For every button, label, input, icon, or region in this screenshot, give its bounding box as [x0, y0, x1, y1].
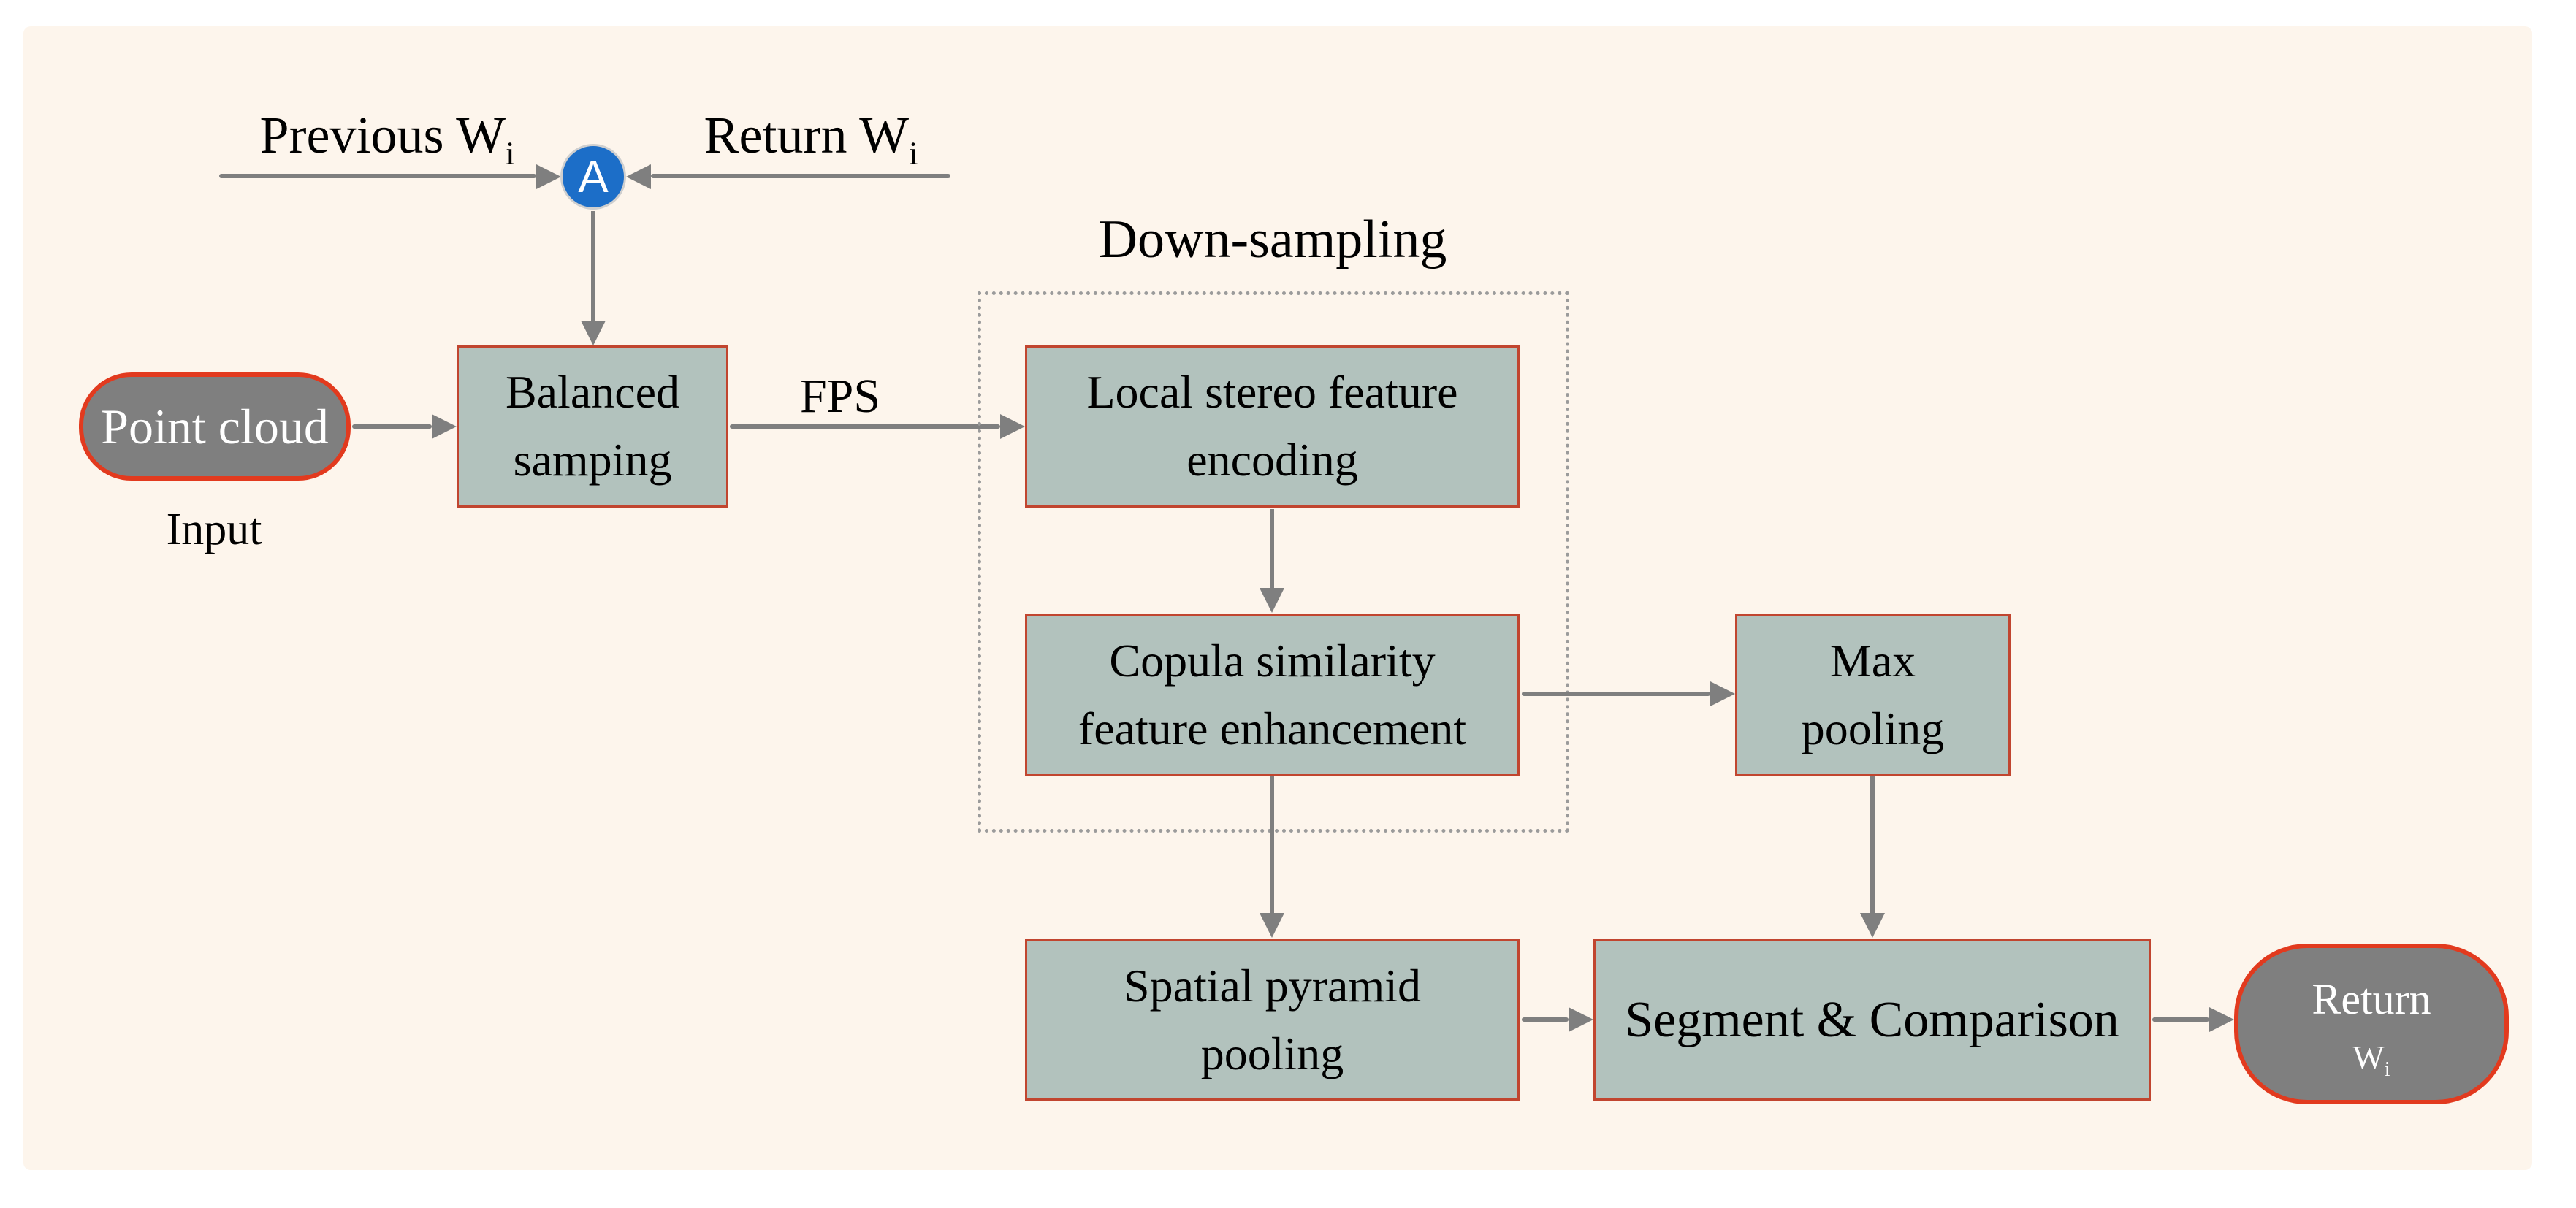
arrow-segment-to-return-line — [2152, 1017, 2209, 1022]
arrow-spatial-to-segment-head — [1569, 1007, 1593, 1032]
node-return-terminal-sub: i — [2384, 1058, 2390, 1081]
arrow-pointcloud-to-balanced-line — [352, 424, 432, 429]
arrow-previous-to-a-line — [219, 174, 536, 178]
label-input-text: Input — [166, 505, 262, 554]
arrow-return-to-a-head — [626, 164, 651, 189]
arrow-copula-to-spatial-head — [1260, 913, 1284, 938]
label-down-sampling-group: Down-sampling — [1083, 209, 1463, 271]
arrow-return-to-a-line — [651, 174, 950, 178]
node-copula: Copula similarity feature enhancement — [1025, 614, 1520, 776]
node-segment-comparison-line1: Segment & Comparison — [1625, 991, 2119, 1048]
node-balanced-sampling-line1: Balanced — [505, 366, 680, 418]
arrow-balanced-to-localstereo-line — [730, 424, 1000, 429]
node-copula-line1: Copula similarity — [1109, 635, 1436, 687]
arrow-copula-to-spatial-line — [1270, 776, 1274, 913]
node-max-pooling-line2: pooling — [1801, 703, 1945, 754]
node-spatial-pyramid-line1: Spatial pyramid — [1123, 959, 1422, 1012]
node-local-stereo-line1: Local stereo feature — [1086, 366, 1458, 418]
label-return-w-text: Return W — [704, 106, 910, 164]
arrow-a-to-balanced-line — [591, 211, 595, 321]
arrow-pointcloud-to-balanced-head — [432, 414, 457, 439]
label-down-sampling-text: Down-sampling — [1098, 210, 1447, 269]
node-spatial-pyramid-line2: pooling — [1200, 1027, 1344, 1079]
arrow-maxpooling-to-segment-head — [1860, 913, 1885, 938]
node-segment-comparison: Segment & Comparison — [1593, 939, 2151, 1101]
node-return-terminal-w: W — [2352, 1038, 2385, 1076]
arrow-copula-to-maxpooling-head — [1710, 681, 1735, 706]
arrow-spatial-to-segment-line — [1522, 1017, 1569, 1022]
node-local-stereo-line2: encoding — [1186, 434, 1358, 486]
node-return-terminal-line1: Return — [2312, 974, 2431, 1023]
node-point-cloud: Point cloud — [79, 372, 351, 481]
arrow-previous-to-a-head — [536, 164, 561, 189]
label-input: Input — [112, 504, 316, 556]
node-balanced-sampling: Balanced samping — [457, 345, 728, 508]
node-copula-line2: feature enhancement — [1078, 703, 1467, 754]
connector-a-badge: A — [560, 144, 626, 210]
label-previous-w: Previous Wi — [219, 105, 555, 169]
node-return-terminal: Return Wi — [2234, 944, 2509, 1104]
node-max-pooling: Max pooling — [1735, 614, 2011, 776]
node-point-cloud-label: Point cloud — [101, 398, 329, 454]
arrow-a-to-balanced-head — [581, 321, 606, 345]
arrow-balanced-to-localstereo-head — [1000, 414, 1025, 439]
node-max-pooling-line1: Max — [1829, 635, 1916, 687]
arrow-segment-to-return-head — [2209, 1007, 2234, 1032]
arrow-localstereo-to-copula-line — [1270, 509, 1274, 589]
node-local-stereo: Local stereo feature encoding — [1025, 345, 1520, 508]
label-fps-text: FPS — [799, 370, 881, 423]
node-spatial-pyramid: Spatial pyramid pooling — [1025, 939, 1520, 1101]
label-fps: FPS — [752, 369, 928, 424]
label-previous-w-sub: i — [506, 134, 515, 172]
connector-a-letter: A — [578, 151, 609, 202]
node-balanced-sampling-line2: samping — [513, 434, 672, 486]
node-return-terminal-line2: Wi — [2352, 1032, 2390, 1082]
label-return-w: Return Wi — [643, 105, 979, 169]
arrow-copula-to-maxpooling-line — [1522, 692, 1710, 696]
arrow-maxpooling-to-segment-line — [1870, 776, 1875, 913]
label-return-w-sub: i — [909, 134, 918, 172]
label-previous-w-text: Previous W — [259, 106, 506, 164]
arrow-localstereo-to-copula-head — [1260, 588, 1284, 613]
